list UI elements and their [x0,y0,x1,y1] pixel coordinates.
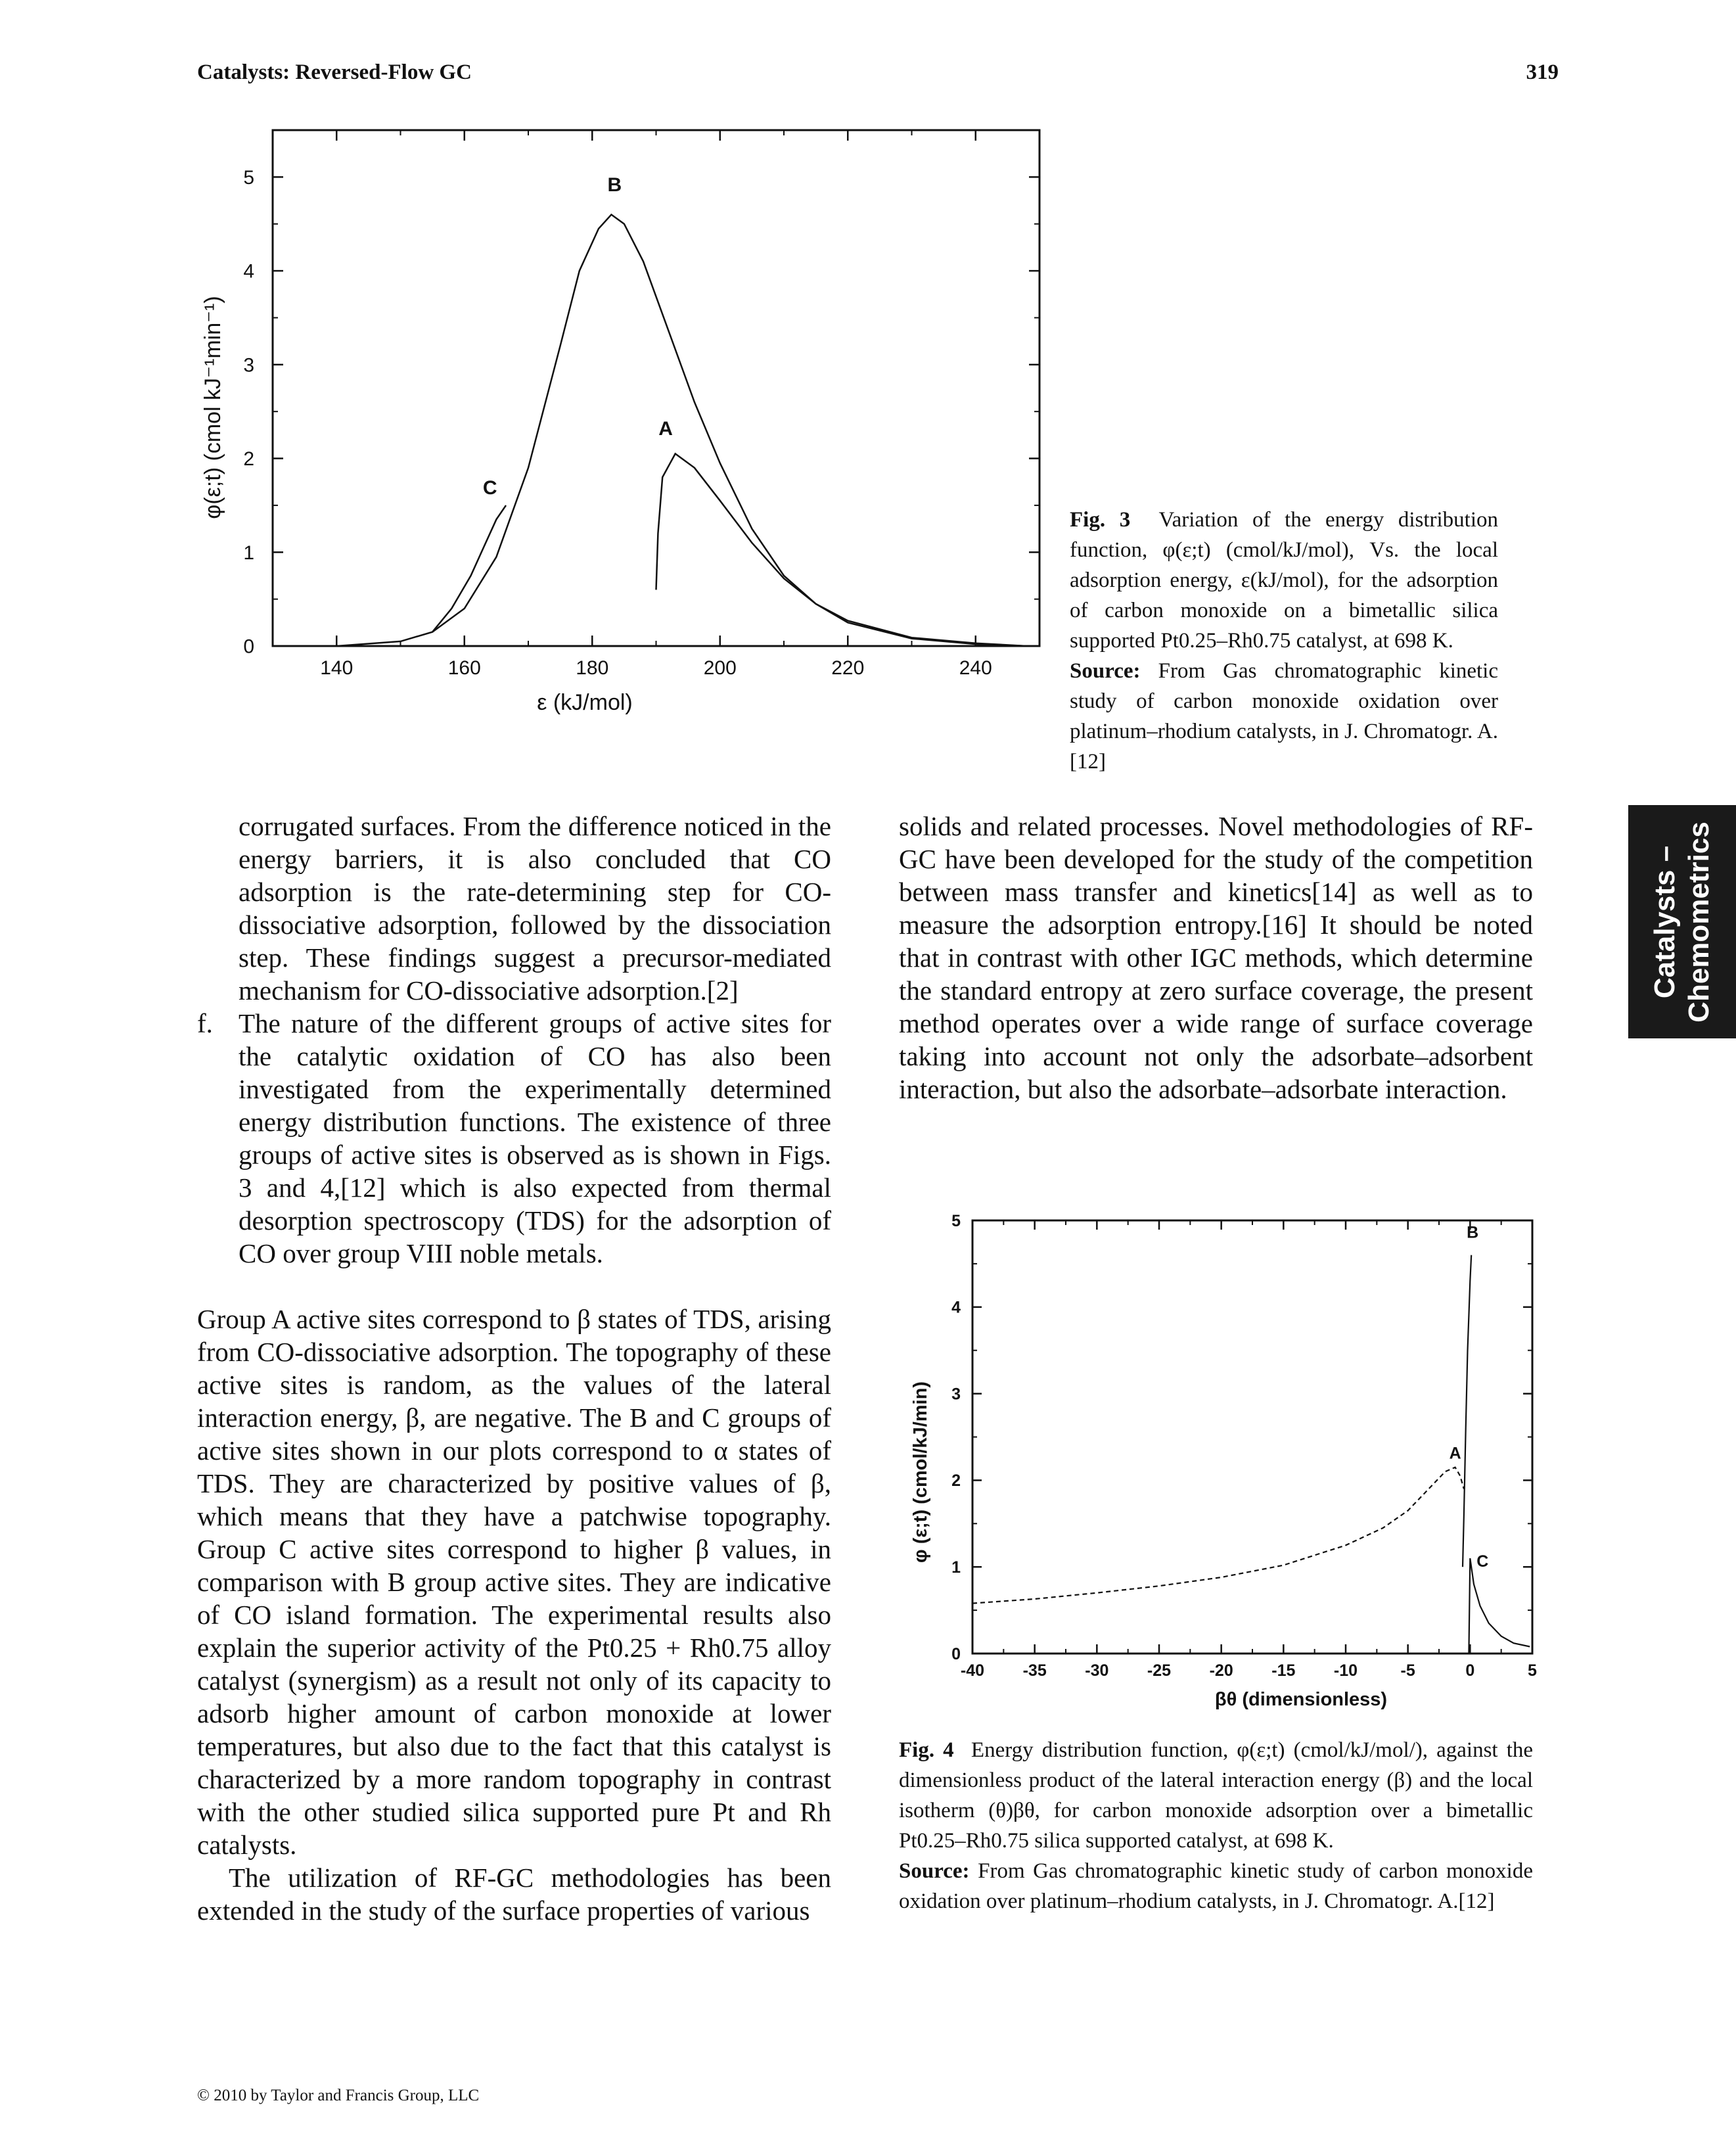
paragraph: The utilization of RF-GC methodologies h… [197,1863,831,1926]
x-tick-label: 200 [704,657,737,679]
series-A-label: A [658,418,673,440]
fig4-ylabel: φ (ε;t) (cmol/kJ/min) [910,1381,931,1563]
series-C-line [432,505,507,633]
x-tick-label: 240 [959,657,992,679]
x-tick-label: 0 [1465,1661,1474,1680]
series-C-label: C [483,477,497,499]
y-tick-label: 5 [243,167,254,189]
y-tick-label: 5 [951,1212,961,1230]
section-side-tab: Catalysts – Chemometrics [1628,805,1736,1038]
x-tick-label: -35 [1023,1661,1047,1680]
series-B-label: B [607,174,622,196]
fig4-source-label: Source: [899,1859,970,1883]
side-tab-label: Catalysts – Chemometrics [1648,822,1716,1023]
paragraph: Group A active sites correspond to β sta… [197,1304,831,1860]
series-B-line [336,213,1027,647]
x-tick-label: -15 [1271,1661,1295,1680]
x-tick-label: 160 [448,657,481,679]
y-tick-label: 4 [243,261,254,283]
fig3-ylabel: φ(ε;t) (cmol kJ⁻¹min⁻¹) [200,296,225,519]
figure-3-chart: 140 160 180 200 220 240 0 1 2 3 4 5 B A C ε (kJ/mol) φ… [200,129,1041,715]
figure-3-caption: Fig. 3 Variation of the energy distribut… [1070,505,1498,777]
fig4-source-text: From Gas chromatographic kinetic study o… [899,1859,1533,1913]
fig3-source-label: Source: [1070,659,1141,683]
figure-4-caption: Fig. 4 Energy distribution function, φ(ε… [899,1735,1533,1916]
copyright-footer: © 2010 by Taylor and Francis Group, LLC [197,2087,480,2104]
series-A-line [972,1466,1465,1604]
y-tick-label: 1 [243,542,254,564]
list-marker: f. [197,1008,213,1038]
page-number: 319 [1526,60,1559,84]
list-item-f: f. The nature of the different groups of… [197,1007,831,1270]
x-tick-label: 5 [1528,1661,1537,1680]
series-A-label: A [1450,1444,1461,1462]
series-B-label: B [1467,1223,1478,1241]
fig4-xlabel: βθ (dimensionless) [1215,1689,1387,1710]
x-tick-label: -40 [961,1661,984,1680]
y-tick-label: 3 [951,1385,961,1403]
y-tick-label: 0 [951,1645,961,1663]
series-C-label: C [1476,1552,1488,1571]
y-tick-label: 4 [951,1299,961,1317]
fig3-caption-text: Variation of the energy distribution fun… [1070,508,1499,653]
fig4-caption-text: Energy distribution function, φ(ε;t) (cm… [899,1738,1534,1853]
plot-frame [971,1219,1534,1655]
series-A-line [655,452,1027,647]
side-tab-line-2: Chemometrics [1683,821,1715,1023]
fig3-source-text: From Gas chromatographic kinetic study o… [1070,659,1498,774]
right-column: solids and related processes. Novel meth… [899,810,1533,1105]
x-tick-label: -5 [1401,1661,1415,1680]
x-tick-label: 140 [320,657,353,679]
x-tick-label: -30 [1085,1661,1108,1680]
paragraph: corrugated surfaces. From the difference… [239,811,831,1006]
x-tick-label: 180 [576,657,608,679]
series-C-line [1468,1558,1530,1654]
x-tick-label: -25 [1147,1661,1171,1680]
y-tick-label: 3 [243,354,254,376]
list-item-text: The nature of the different groups of ac… [239,1008,831,1268]
fig3-caption-label: Fig. 3 [1070,508,1131,532]
x-tick-label: 220 [831,657,864,679]
series-B-line [1461,1255,1473,1567]
running-head: Catalysts: Reversed-Flow GC [197,60,472,84]
y-tick-label: 1 [951,1558,961,1577]
y-tick-label: 2 [951,1471,961,1490]
y-tick-label: 0 [243,636,254,658]
x-tick-label: -20 [1210,1661,1233,1680]
fig4-caption-label: Fig. 4 [899,1738,954,1762]
x-tick-label: -10 [1334,1661,1358,1680]
left-column: corrugated surfaces. From the difference… [197,810,831,1927]
paragraph: solids and related processes. Novel meth… [899,811,1533,1104]
side-tab-line-1: Catalysts – [1649,845,1681,998]
y-tick-label: 2 [243,448,254,470]
fig3-xlabel: ε (kJ/mol) [537,690,632,715]
